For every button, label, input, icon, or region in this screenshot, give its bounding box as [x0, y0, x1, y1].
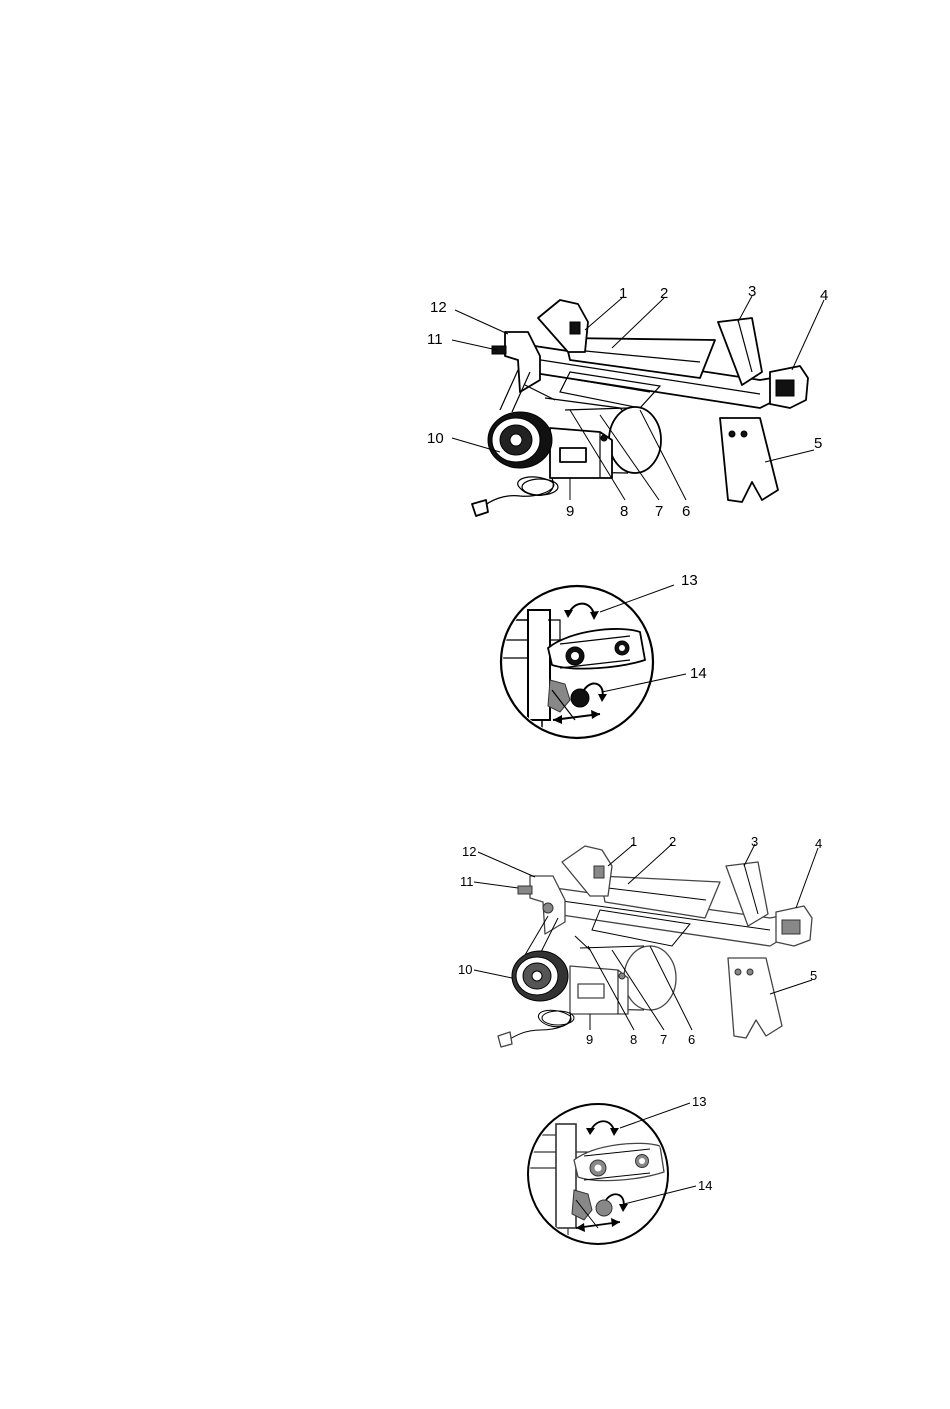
label-12: 12: [430, 299, 447, 316]
control-lever: [492, 346, 506, 354]
label-10: 10: [458, 962, 472, 977]
wheel: [488, 412, 552, 468]
label-8: 8: [630, 1032, 637, 1047]
label-11: 11: [427, 331, 443, 348]
label-9: 9: [586, 1032, 593, 1047]
label-9: 9: [566, 503, 574, 520]
detail-circle-top: 13 14: [500, 572, 707, 740]
label-13: 13: [692, 1094, 706, 1109]
label-7: 7: [660, 1032, 667, 1047]
label-2: 2: [660, 285, 668, 302]
label-6: 6: [682, 503, 690, 520]
wheel: [512, 951, 568, 1001]
label-4: 4: [820, 287, 828, 304]
label-5: 5: [814, 435, 822, 452]
log-splitter-diagram-top: 1 2 3 4 5 6 7 8 9 10 11 12: [427, 283, 828, 520]
label-2: 2: [669, 834, 676, 849]
handle-grip: [776, 380, 794, 396]
label-8: 8: [620, 503, 628, 520]
label-4: 4: [815, 836, 822, 851]
label-6: 6: [688, 1032, 695, 1047]
pusher-hole: [570, 322, 580, 334]
label-7: 7: [655, 503, 663, 520]
label-14: 14: [690, 665, 707, 682]
log-splitter-diagram-bottom: 1 2 3 4 5 6 7 8 9 10 11 12: [458, 834, 822, 1047]
label-13: 13: [681, 572, 698, 589]
rear-leg: [720, 418, 778, 502]
power-cord: [482, 477, 554, 508]
front-frame: [505, 332, 540, 392]
plug: [472, 500, 488, 516]
label-12: 12: [462, 844, 476, 859]
label-1: 1: [630, 834, 637, 849]
label-10: 10: [427, 430, 444, 447]
motor: [624, 946, 676, 1010]
label-3: 3: [751, 834, 758, 849]
label-11: 11: [460, 874, 474, 889]
detail-circle-bottom: 13 14: [528, 1094, 712, 1245]
label-3: 3: [748, 283, 756, 300]
label-14: 14: [698, 1178, 712, 1193]
switch-label: [560, 448, 586, 462]
label-5: 5: [810, 968, 817, 983]
label-1: 1: [619, 285, 627, 302]
plug: [498, 1032, 512, 1047]
